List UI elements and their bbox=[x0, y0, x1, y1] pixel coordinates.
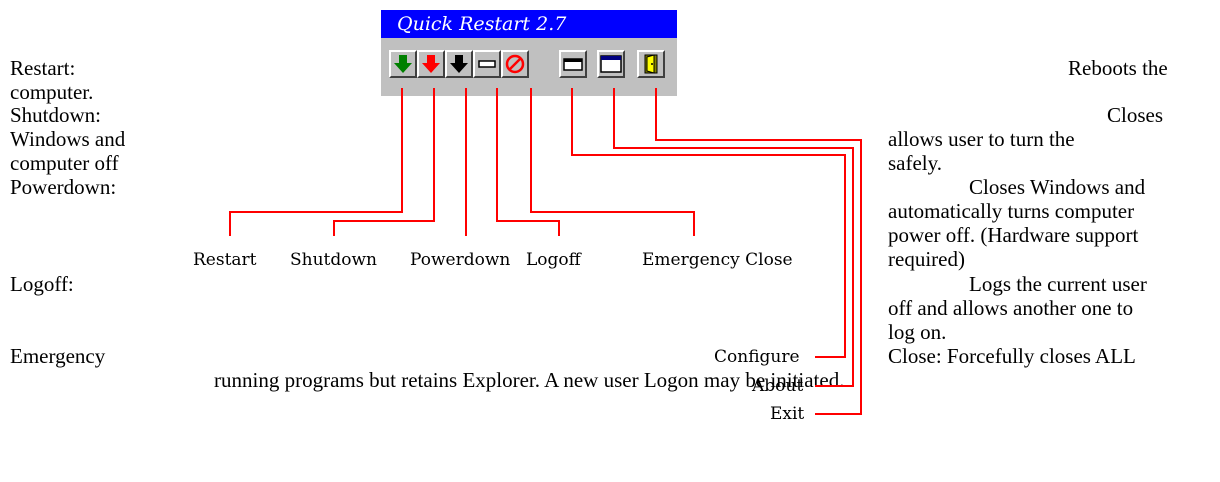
quick-restart-window: Quick Restart 2.7 bbox=[381, 10, 677, 96]
callout-powerdown: Powerdown bbox=[410, 250, 511, 270]
callout-about: About bbox=[752, 376, 804, 396]
window-large-icon bbox=[600, 55, 622, 73]
logoff-description-2: off and allows another one to bbox=[888, 296, 1134, 320]
about-callout-line bbox=[613, 88, 854, 387]
emergency-description-2: running programs but retains Explorer. A… bbox=[214, 368, 845, 392]
powerdown-button[interactable] bbox=[445, 50, 473, 78]
powerdown-description: Closes Windows and bbox=[969, 175, 1146, 199]
callout-shutdown: Shutdown bbox=[290, 250, 377, 270]
configure-callout-line bbox=[571, 88, 846, 358]
emergency-term: Emergency bbox=[10, 344, 106, 368]
logoff-description: Logs the current user bbox=[969, 272, 1147, 296]
logoff-term: Logoff: bbox=[10, 272, 74, 296]
shutdown-description-right2: safely. bbox=[888, 151, 943, 175]
black-down-arrow-icon bbox=[450, 55, 468, 73]
powerdown-term: Powerdown: bbox=[10, 175, 117, 199]
restart-term: Restart: bbox=[10, 56, 76, 80]
restart-description-cont: computer. bbox=[10, 80, 94, 104]
shutdown-term: Shutdown: bbox=[10, 103, 102, 127]
callout-configure: Configure bbox=[714, 347, 800, 367]
shutdown-description-cont2: computer off bbox=[10, 151, 119, 175]
powerdown-description-4: required) bbox=[888, 247, 965, 271]
callout-emergency-close: Emergency Close bbox=[642, 250, 793, 270]
window-title: Quick Restart 2.7 bbox=[397, 13, 567, 35]
shutdown-description: Closes bbox=[1107, 103, 1164, 127]
door-icon bbox=[644, 54, 658, 74]
shutdown-description-cont: Windows and bbox=[10, 127, 126, 151]
restart-callout-line bbox=[229, 88, 403, 236]
red-down-arrow-icon bbox=[422, 55, 440, 73]
window-small-icon bbox=[563, 58, 583, 71]
callout-restart: Restart bbox=[193, 250, 257, 270]
logoff-button[interactable] bbox=[473, 50, 501, 78]
shutdown-callout-line bbox=[333, 88, 435, 236]
exit-button[interactable] bbox=[637, 50, 665, 78]
emergency-close-button[interactable] bbox=[501, 50, 529, 78]
configure-button[interactable] bbox=[559, 50, 587, 78]
restart-button[interactable] bbox=[389, 50, 417, 78]
toolbar bbox=[381, 38, 677, 96]
emergency-callout-line bbox=[530, 88, 695, 236]
powerdown-description-2: automatically turns computer bbox=[888, 199, 1135, 223]
logoff-description-3: log on. bbox=[888, 320, 947, 344]
exit-callout-line bbox=[655, 88, 862, 415]
shutdown-description-right: allows user to turn the bbox=[888, 127, 1075, 151]
logoff-callout-line bbox=[496, 88, 560, 236]
callout-exit: Exit bbox=[770, 404, 805, 424]
title-bar: Quick Restart 2.7 bbox=[381, 10, 677, 38]
restart-description: Reboots the bbox=[1068, 56, 1168, 80]
powerdown-description-3: power off. (Hardware support bbox=[888, 223, 1139, 247]
emergency-description: Close: Forcefully closes ALL bbox=[888, 344, 1136, 368]
callout-logoff: Logoff bbox=[526, 250, 581, 270]
green-down-arrow-icon bbox=[394, 55, 412, 73]
about-button[interactable] bbox=[597, 50, 625, 78]
no-entry-icon bbox=[505, 54, 525, 74]
dash-icon bbox=[478, 60, 496, 68]
shutdown-button[interactable] bbox=[417, 50, 445, 78]
